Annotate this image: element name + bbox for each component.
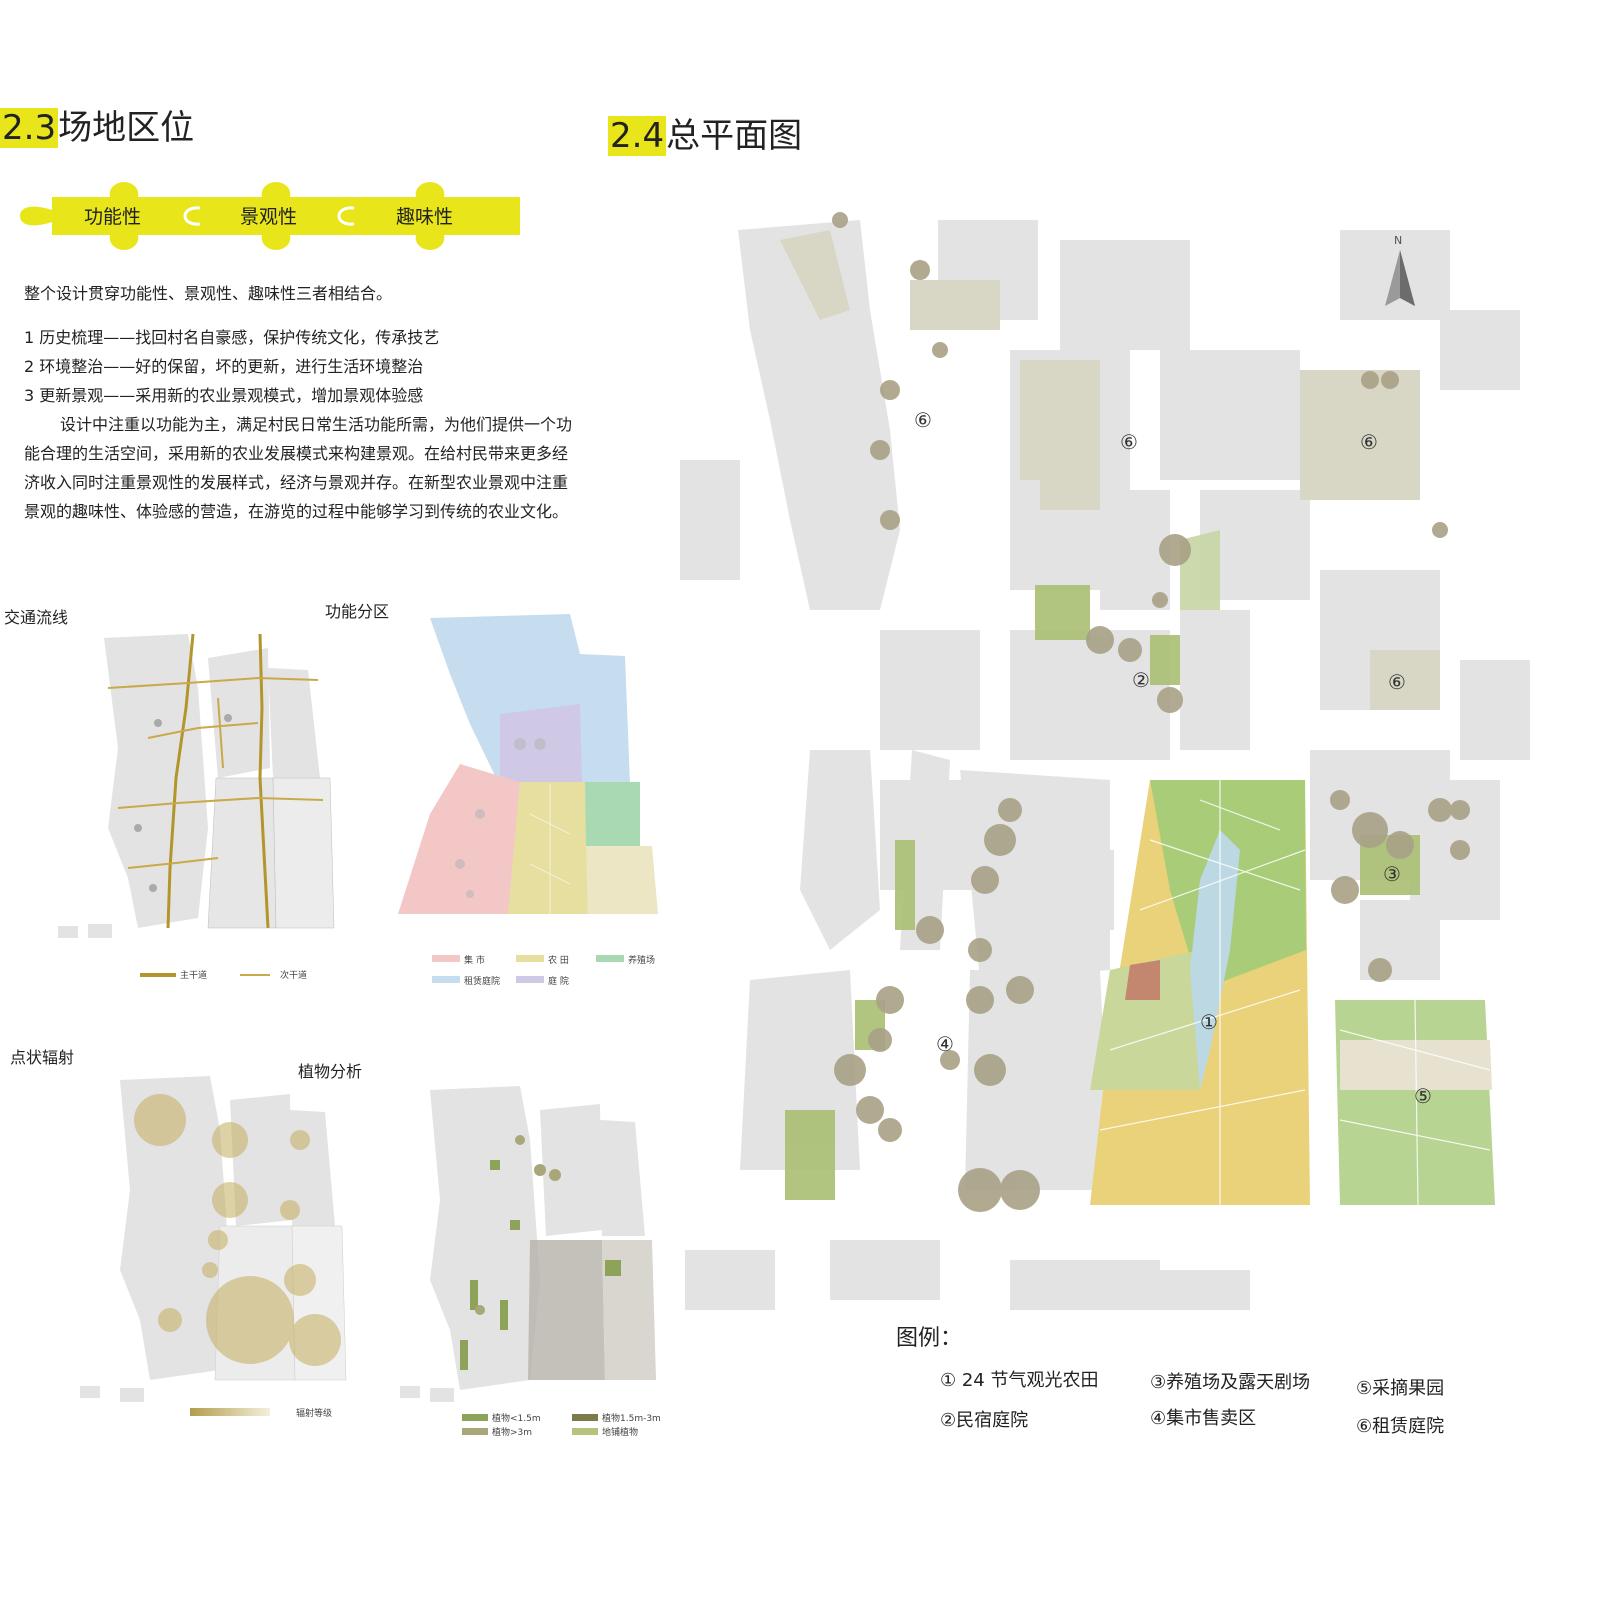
puzzle-label-landscape: 景观性 bbox=[240, 206, 298, 228]
north-label: N bbox=[1394, 234, 1402, 247]
intro-text: 整个设计贯穿功能性、景观性、趣味性三者相结合。 bbox=[24, 284, 393, 303]
puzzle-shape bbox=[20, 182, 520, 250]
legend-swatch-main-road bbox=[140, 973, 176, 977]
legend-swatch-courtyard bbox=[516, 976, 544, 983]
section-title-site: 2.3场地区位 bbox=[0, 108, 194, 148]
legend-swatch-market bbox=[432, 955, 460, 962]
marker-6-d: ⑥ bbox=[1388, 670, 1406, 694]
map-radiation bbox=[60, 1070, 360, 1410]
puzzle-label-interest: 趣味性 bbox=[396, 206, 454, 228]
map-traffic bbox=[58, 628, 358, 958]
marker-6-b: ⑥ bbox=[1120, 430, 1138, 454]
map-radiation-drawing bbox=[80, 1076, 347, 1402]
legend-label-main-road: 主干道 bbox=[180, 971, 208, 981]
puzzle-banner: 功能性 景观性 趣味性 bbox=[12, 180, 522, 252]
map-title-plants: 植物分析 bbox=[298, 1062, 363, 1081]
legend-item-4: ④集市售卖区 bbox=[1150, 1408, 1257, 1429]
section-number: 2.3 bbox=[0, 108, 59, 148]
marker-2: ② bbox=[1132, 668, 1150, 692]
marker-4: ④ bbox=[936, 1032, 954, 1056]
point-2: 2 环境整治——好的保留，坏的更新，进行生活环境整治 bbox=[24, 357, 424, 376]
legend-item-6: ⑥租赁庭院 bbox=[1356, 1416, 1445, 1437]
map-plants bbox=[380, 1080, 680, 1410]
section-number-2: 2.4 bbox=[608, 116, 667, 156]
marker-5: ⑤ bbox=[1414, 1084, 1432, 1108]
legend-label-radiation: 辐射等级 bbox=[296, 1409, 333, 1419]
map-title-traffic: 交通流线 bbox=[4, 608, 69, 627]
map-plants-drawing bbox=[400, 1086, 656, 1402]
legend-title: 图例： bbox=[896, 1326, 963, 1351]
legend-label-plant-high: 植物>3m bbox=[492, 1428, 533, 1438]
section-title-text: 场地区位 bbox=[58, 108, 195, 148]
legend-label-courtyard: 庭 院 bbox=[548, 977, 569, 987]
legend-label-farmland: 农 田 bbox=[548, 956, 569, 966]
legend-swatch-rental bbox=[432, 976, 460, 983]
legend-swatch-plant-high bbox=[462, 1428, 488, 1435]
legend-label-market: 集 市 bbox=[464, 956, 485, 966]
point-1: 1 历史梳理——找回村名自豪感，保护传统文化，传承技艺 bbox=[24, 328, 440, 347]
section-title-masterplan: 2.4总平面图 bbox=[608, 116, 802, 156]
paragraph-line-2: 能合理的生活空间，采用新的农业发展模式来构建景观。在给村民带来更多经 bbox=[24, 444, 569, 463]
legend-swatch-radiation bbox=[190, 1408, 270, 1416]
legend-swatch-plant-mid bbox=[572, 1414, 598, 1421]
legend-item-1: ① 24 节气观光农田 bbox=[940, 1370, 1099, 1391]
paragraph-line-1: 设计中注重以功能为主，满足村民日常生活功能所需，为他们提供一个功 bbox=[60, 415, 573, 434]
legend-label-rental: 租赁庭院 bbox=[464, 977, 501, 987]
legend-item-3: ③养殖场及露天剧场 bbox=[1150, 1372, 1311, 1393]
legend-swatch-farmland bbox=[516, 955, 544, 962]
legend-item-5: ⑤采摘果园 bbox=[1356, 1378, 1445, 1399]
marker-6-a: ⑥ bbox=[914, 408, 932, 432]
legend-label-secondary-road: 次干道 bbox=[280, 971, 308, 981]
point-3: 3 更新景观——采用新的农业景观模式，增加景观体验感 bbox=[24, 386, 424, 405]
paragraph-line-3: 济收入同时注重景观性的发展样式，经济与景观并存。在新型农业景观中注重 bbox=[24, 473, 569, 492]
paragraph-line-4: 景观的趣味性、体验感的营造，在游览的过程中能够学习到传统的农业文化。 bbox=[24, 502, 569, 521]
legend-label-plant-mid: 植物1.5m-3m bbox=[602, 1414, 661, 1424]
marker-3: ③ bbox=[1383, 862, 1401, 886]
legend-swatch-secondary-road bbox=[240, 974, 270, 976]
map-zones bbox=[370, 614, 670, 934]
master-plan: N ⑥ ⑥ ⑥ ② ⑥ ③ ① ④ ⑤ bbox=[680, 190, 1580, 1320]
legend-item-2: ②民宿庭院 bbox=[940, 1410, 1029, 1431]
section-title-text-2: 总平面图 bbox=[666, 116, 803, 156]
map-title-radiation: 点状辐射 bbox=[10, 1048, 75, 1067]
marker-1: ① bbox=[1200, 1010, 1218, 1034]
legend-label-ground-cover: 地铺植物 bbox=[602, 1428, 639, 1438]
marker-6-c: ⑥ bbox=[1360, 430, 1378, 454]
map-title-zones: 功能分区 bbox=[325, 602, 390, 621]
legend-label-plant-low: 植物<1.5m bbox=[492, 1414, 541, 1424]
legend-swatch-ground-cover bbox=[572, 1428, 598, 1435]
puzzle-label-function: 功能性 bbox=[84, 206, 142, 228]
legend-swatch-farm bbox=[596, 955, 624, 962]
master-plan-drawing: N bbox=[680, 212, 1530, 1320]
legend-label-farm: 养殖场 bbox=[628, 956, 656, 966]
legend-swatch-plant-low bbox=[462, 1414, 488, 1421]
map-zones-drawing bbox=[398, 614, 658, 914]
map-traffic-drawing bbox=[58, 633, 335, 938]
